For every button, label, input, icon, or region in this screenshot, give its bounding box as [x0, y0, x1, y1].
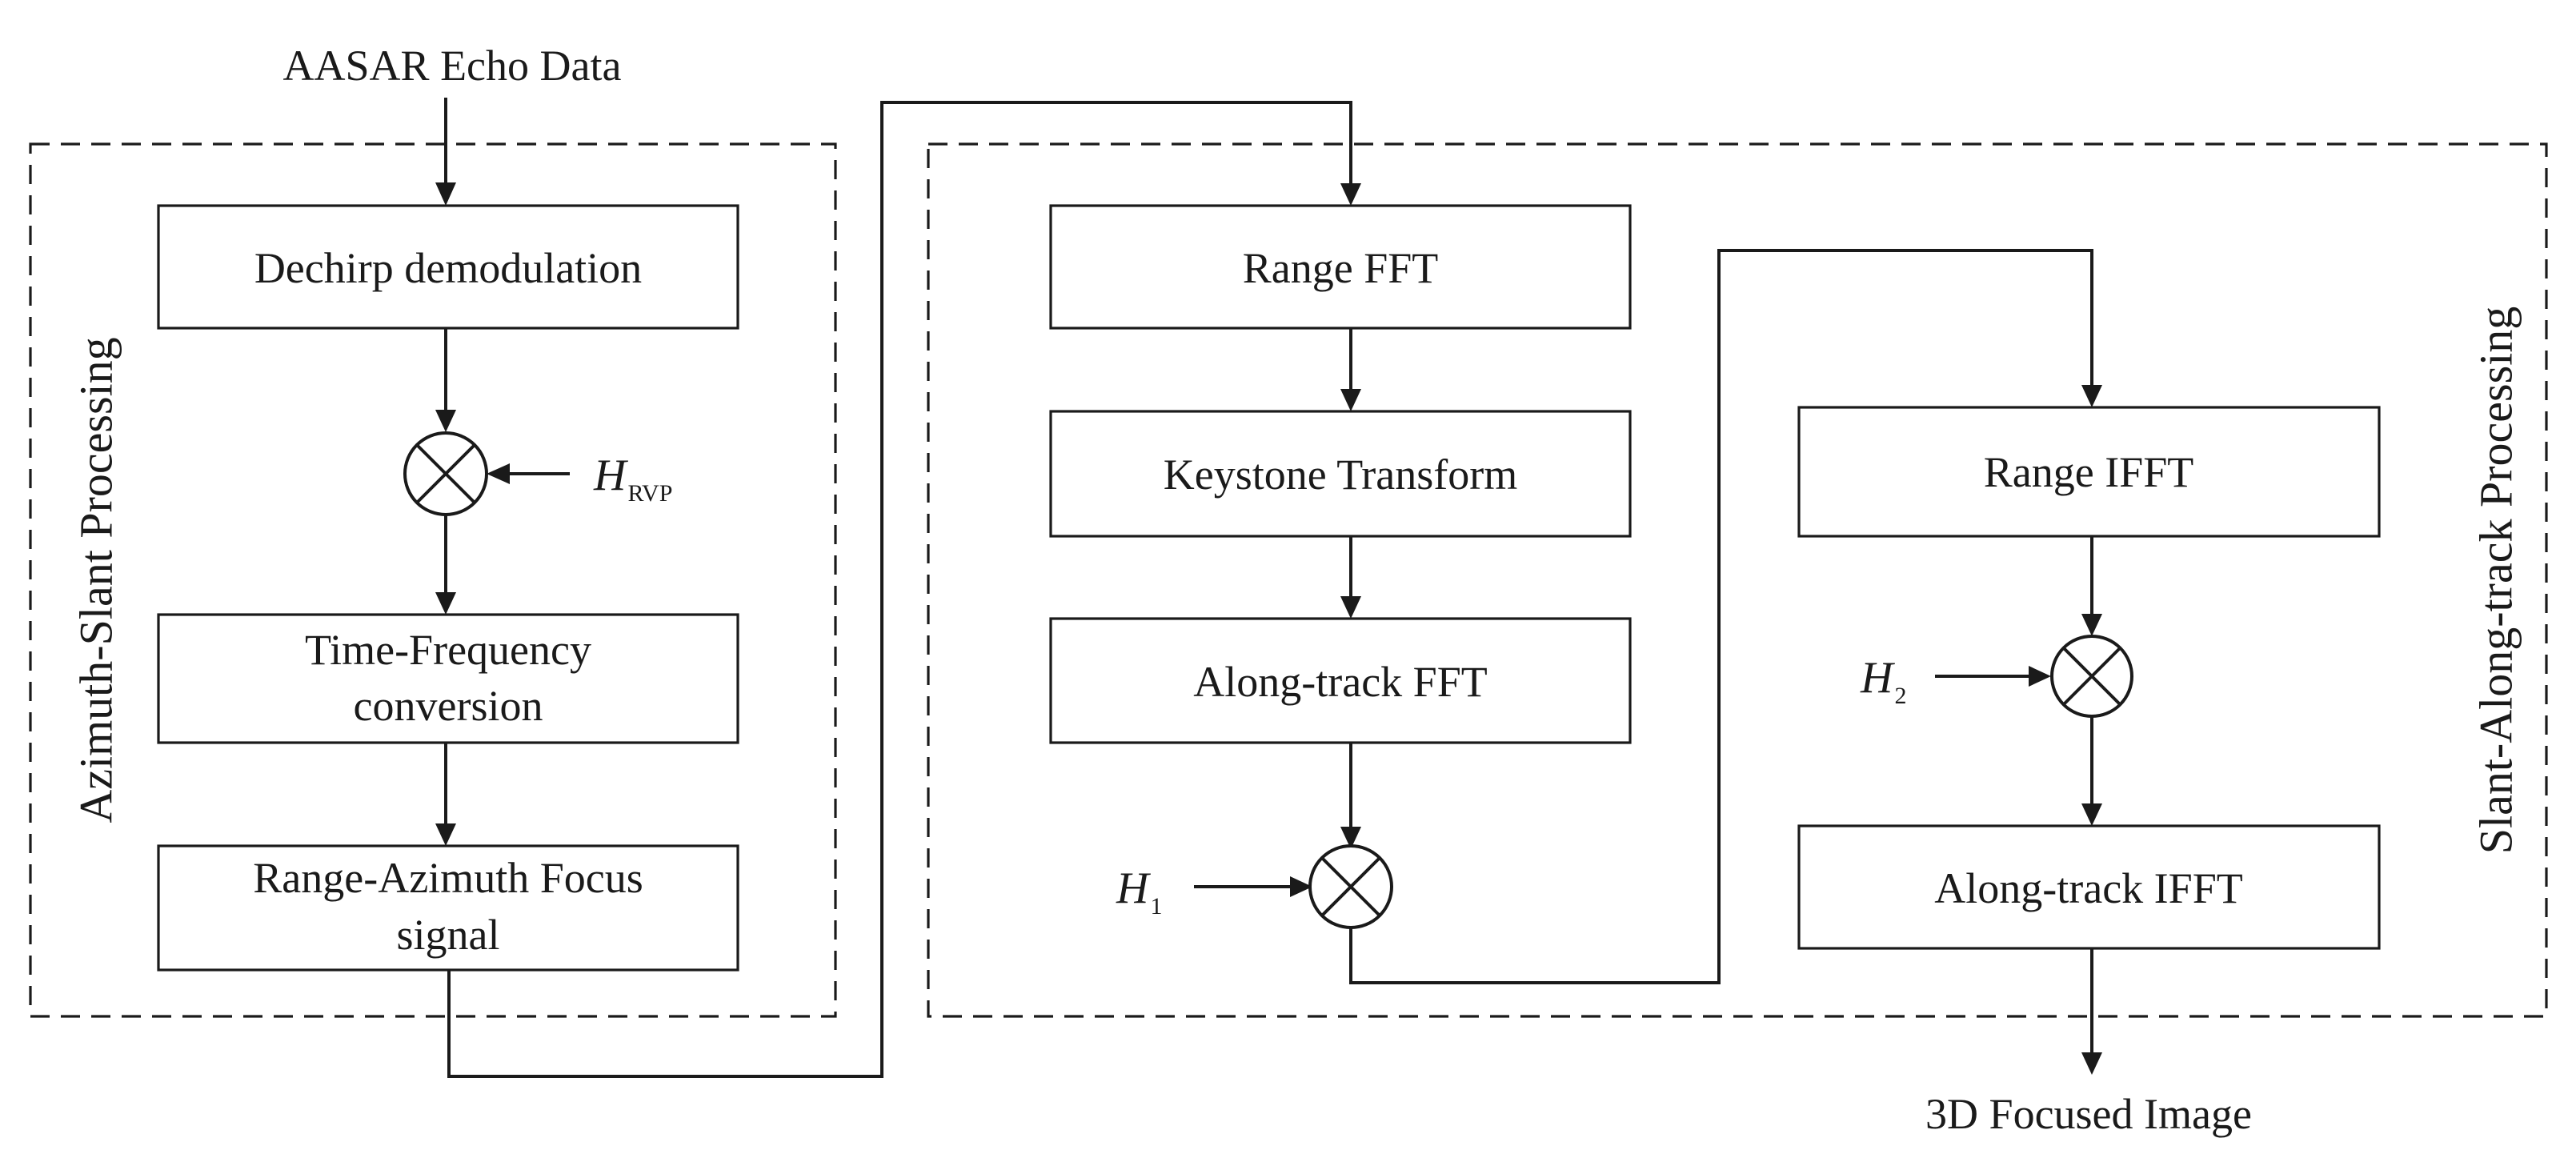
arrowhead — [1340, 183, 1361, 206]
slant-along-track-group-frame — [927, 142, 2548, 1018]
block-label: Range IFFT — [1984, 448, 2194, 496]
arrowhead — [2081, 614, 2102, 636]
keystone-transform-block: Keystone Transform — [1049, 410, 1632, 538]
block-label: Range-Azimuth Focus — [253, 854, 643, 902]
h-rvp-symbol: H — [593, 451, 628, 500]
block-frame — [1049, 204, 1632, 330]
arrowhead — [1340, 596, 1361, 619]
arrowhead — [2081, 1052, 2102, 1075]
h2-label: H2 — [1860, 653, 1906, 709]
block-label: Time-Frequency — [305, 626, 591, 674]
block-label: Dechirp demodulation — [254, 244, 642, 292]
arrowhead — [2081, 803, 2102, 826]
slant-along-track-group-label: Slant-Along-track Processing — [2470, 307, 2522, 855]
output-label: 3D Focused Image — [1925, 1090, 2252, 1138]
block-label: Along-track FFT — [1193, 658, 1487, 706]
range-azimuth-focus-block: Range-Azimuth Focus signal — [157, 844, 739, 972]
arrowhead — [435, 823, 456, 846]
arrowhead — [2029, 666, 2051, 687]
h1-symbol: H — [1116, 863, 1151, 913]
azimuth-slant-group-label: Azimuth-Slant Processing — [70, 337, 122, 823]
along-track-fft-block: Along-track FFT — [1049, 617, 1632, 744]
h-rvp-label: HRVP — [593, 451, 672, 507]
block-frame — [157, 613, 739, 744]
cross-group-connector — [447, 101, 1352, 1078]
h-rvp-subscript: RVP — [627, 480, 672, 507]
block-frame — [1797, 824, 2381, 950]
block-frame — [1049, 617, 1632, 744]
along-track-ifft-block: Along-track IFFT — [1797, 824, 2381, 950]
block-label: signal — [397, 911, 500, 959]
h2-subscript: 2 — [1894, 683, 1906, 709]
block-frame — [157, 844, 739, 972]
h1-subscript: 1 — [1150, 893, 1162, 920]
time-frequency-conversion-block: Time-Frequency conversion — [157, 613, 739, 744]
arrowhead — [1340, 827, 1361, 849]
block-label: Keystone Transform — [1164, 451, 1518, 499]
arrowhead — [435, 592, 456, 615]
block-frame — [1797, 406, 2381, 538]
arrowhead — [1340, 389, 1361, 411]
input-label: AASAR Echo Data — [283, 42, 622, 90]
azimuth-slant-group-frame — [29, 142, 837, 1018]
range-ifft-block: Range IFFT — [1797, 406, 2381, 538]
h1-label: H1 — [1116, 863, 1162, 920]
cross-column-connector — [1349, 249, 2093, 984]
arrowhead — [1290, 876, 1312, 897]
range-fft-block: Range FFT — [1049, 204, 1632, 330]
h2-multiplier — [2050, 635, 2133, 718]
rvp-multiplier — [403, 431, 488, 516]
multiplier-cross — [2062, 647, 2121, 706]
block-frame — [1049, 410, 1632, 538]
multiplier-cross — [1320, 856, 1381, 917]
block-label: conversion — [354, 682, 543, 730]
multiplier-cross — [415, 443, 476, 504]
arrowhead — [435, 410, 456, 432]
block-frame — [157, 204, 739, 330]
h2-symbol: H — [1860, 653, 1895, 703]
dechirp-demodulation-block: Dechirp demodulation — [157, 204, 739, 330]
block-label: Along-track IFFT — [1934, 864, 2242, 912]
arrowhead — [2081, 385, 2102, 407]
block-label: Range FFT — [1243, 244, 1439, 292]
arrowhead — [487, 463, 510, 484]
arrowhead — [435, 182, 456, 206]
h1-multiplier — [1308, 844, 1393, 929]
